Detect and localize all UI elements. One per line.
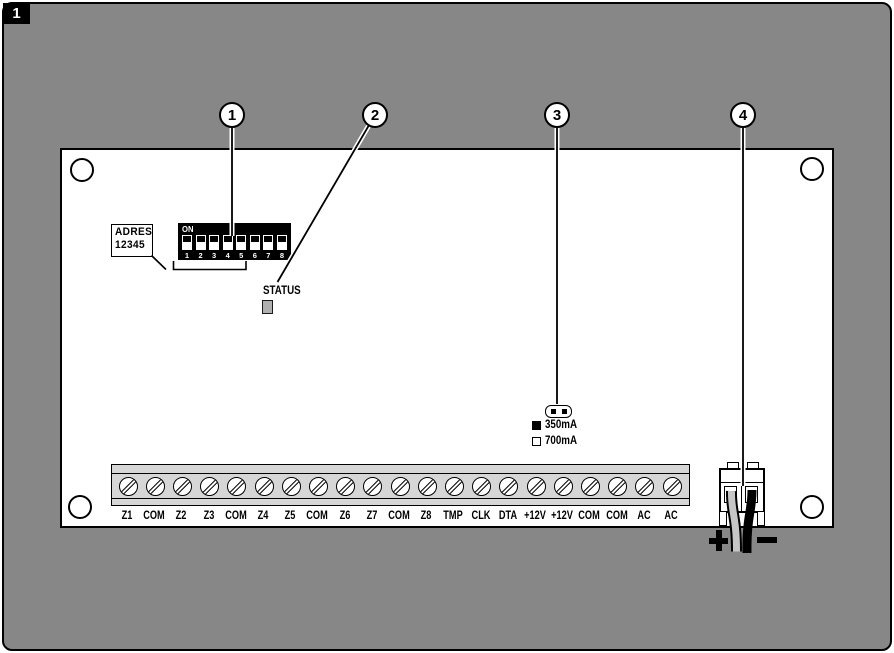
terminal-screw (172, 476, 192, 496)
jumper-option-700ma: 700mA (532, 435, 583, 447)
mounting-hole-bottom-left (68, 495, 92, 519)
dip-switch-number: 5 (239, 251, 244, 260)
terminal-label: Z1 (121, 510, 133, 522)
terminal-screw (390, 476, 410, 496)
callout-1: 1 (219, 102, 245, 128)
terminal-screw (526, 476, 546, 496)
connector-foot (719, 512, 727, 526)
terminal-label: Z8 (420, 510, 432, 522)
dip-switch-lever (249, 235, 260, 250)
terminal-label: TMP (443, 510, 464, 522)
terminal-screw (580, 476, 600, 496)
dip-switch-number: 8 (279, 251, 285, 260)
terminal-label: COM (605, 510, 628, 522)
dip-switch-lever (182, 235, 192, 250)
terminal-screw (417, 476, 437, 496)
terminal-screw (635, 476, 655, 496)
dip-switch-number: 4 (225, 251, 230, 260)
terminal-screw (499, 476, 519, 496)
terminal-label: +12V (524, 510, 546, 522)
terminal-label: AC (637, 510, 651, 522)
terminal-label: Z7 (366, 510, 378, 522)
jumper-pin (550, 408, 556, 414)
terminal-screw (145, 476, 165, 496)
dip-switch-lever (236, 235, 247, 250)
dip-switch-number: 6 (252, 251, 257, 260)
dip-switch-number: 3 (212, 251, 217, 260)
connector-divider (740, 482, 742, 511)
terminal-screw (553, 476, 573, 496)
dip-switch-lever (195, 235, 206, 250)
callout-2: 2 (362, 102, 388, 128)
dip-switch-lever (222, 235, 233, 250)
terminal-label: COM (388, 510, 410, 522)
hollow-square-marker (532, 436, 541, 446)
terminal-screw (254, 476, 274, 496)
terminal-label: DTA (498, 510, 517, 522)
terminal-label: COM (578, 510, 601, 522)
jumper-option-350ma: 350mA (532, 419, 583, 431)
terminal-screw (281, 476, 301, 496)
strip-groove (112, 498, 689, 499)
terminal-label: Z6 (339, 510, 350, 522)
dip-switch-number: 1 (184, 251, 190, 260)
terminal-strip (111, 464, 690, 506)
terminal-label: Z5 (284, 510, 296, 522)
terminal-screw (308, 476, 328, 496)
terminal-label: AC (664, 510, 678, 522)
minus-sign (757, 537, 777, 543)
dip-on-label: ON (182, 224, 194, 234)
mounting-hole-bottom-right (800, 495, 824, 519)
terminal-label: COM (225, 510, 247, 522)
terminal-label: COM (306, 510, 329, 522)
dip-switch-lever (209, 235, 220, 250)
status-label: STATUS (263, 285, 301, 297)
terminal-label: +12V (551, 510, 574, 522)
connector-slot-positive (724, 486, 737, 503)
terminal-screw (472, 476, 492, 496)
terminal-labels-row: Z1 COM Z2 Z3 COM Z4 Z5 COM Z6 Z7 COM Z8 TMP CLK DTA +12… (111, 510, 690, 525)
filled-square-marker (532, 420, 541, 430)
terminal-label: COM (143, 510, 165, 522)
power-connector (719, 468, 765, 513)
current-jumper (545, 405, 572, 418)
jumper-pin (561, 408, 567, 414)
connector-slot-negative (745, 486, 758, 503)
jumper-option-label: 700mA (545, 435, 578, 447)
terminal-screw (608, 476, 628, 496)
terminal-screw (662, 476, 682, 496)
terminal-screw (336, 476, 356, 496)
terminal-label: CLK (471, 510, 491, 522)
terminal-label: Z2 (176, 510, 187, 522)
terminal-screw (444, 476, 464, 496)
dip-switch-row (178, 235, 291, 250)
connector-foot (757, 512, 765, 526)
address-label-box: ADRES 12345 (111, 224, 153, 257)
status-led (262, 300, 273, 314)
dip-switch-lever (263, 235, 274, 250)
callout-4: 4 (730, 102, 756, 128)
figure-number-badge: 1 (3, 3, 30, 24)
strip-groove (112, 473, 689, 474)
dip-switch-number: 2 (198, 251, 203, 260)
terminal-screw (227, 476, 247, 496)
terminal-screw (118, 476, 138, 496)
connector-cap-line (721, 482, 763, 483)
mounting-hole-top-left (70, 158, 94, 182)
terminal-screw (200, 476, 220, 496)
plus-sign (709, 530, 728, 551)
terminal-screw (363, 476, 383, 496)
dip-switch-lever (276, 235, 287, 250)
terminal-label: Z4 (257, 510, 269, 522)
address-label-line2: 12345 (115, 239, 145, 251)
dip-switch-number: 7 (266, 251, 271, 260)
jumper-option-label: 350mA (545, 419, 578, 431)
terminal-label: Z3 (203, 510, 214, 522)
mounting-hole-top-right (800, 157, 824, 181)
callout-3: 3 (544, 102, 570, 128)
address-label-line1: ADRES (115, 226, 153, 238)
